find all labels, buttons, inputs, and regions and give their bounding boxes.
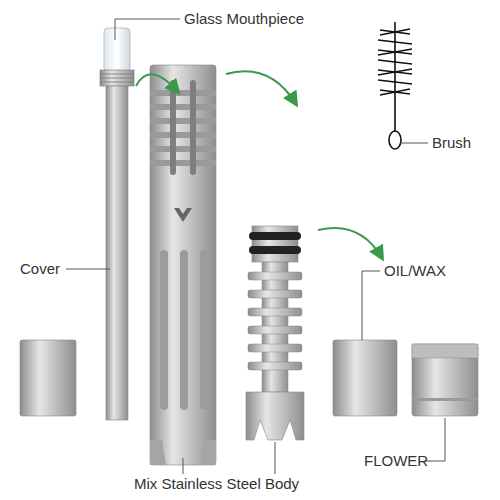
part-label: FLOWER [364,452,428,470]
leader-line [66,19,445,474]
part-label: Mix Stainless Steel Body [134,475,299,493]
part-label: Cover [20,260,60,278]
flower-chamber [412,344,478,416]
heating-insert [246,226,304,440]
oil-wax-chamber [333,340,397,416]
part-label: Brush [432,134,471,152]
assembly-arrow [136,71,382,258]
part-label: OIL/WAX [384,262,446,280]
cover-cap [20,340,76,416]
part-label: Glass Mouthpiece [184,10,304,28]
steel-body [150,65,216,465]
glass-mouthpiece [100,28,134,420]
cleaning-brush [378,22,412,149]
